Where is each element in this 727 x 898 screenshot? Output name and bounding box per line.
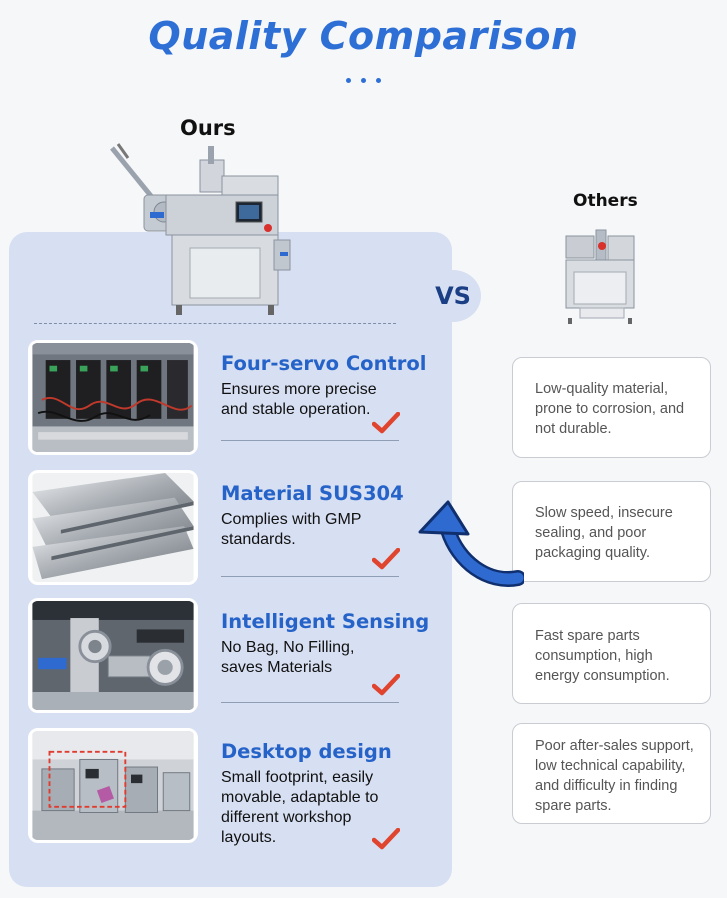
ours-machine-image (110, 143, 291, 315)
feature-four-servo: Four-servo Control Ensures more precise … (28, 340, 428, 455)
others-text: Poor after-sales support, low technical … (535, 738, 694, 814)
feature-description: Ensures more precise and stable operatio… (221, 381, 377, 418)
feature-title: Material SUS304 (221, 482, 404, 505)
feature-intelligent-sensing: Intelligent Sensing No Bag, No Filling, … (28, 598, 430, 713)
others-text: Fast spare parts consumption, high energ… (535, 628, 670, 684)
others-machine-image (565, 229, 635, 324)
feature-description: Small footprint, easily movable, adaptab… (221, 769, 379, 846)
sensor-mechanism-photo (28, 598, 198, 713)
feature-material: Material SUS304 Complies with GMP standa… (28, 470, 428, 585)
others-label: Others (573, 191, 638, 211)
feature-title: Desktop design (221, 740, 392, 763)
vs-badge: VS (425, 270, 481, 322)
check-icon (372, 412, 400, 434)
check-icon (372, 674, 400, 696)
others-box: Slow speed, insecure sealing, and poor p… (512, 481, 711, 582)
servo-drives-photo (28, 340, 198, 455)
ours-label: Ours (180, 116, 236, 140)
feature-description: No Bag, No Filling, saves Materials (221, 639, 355, 676)
feature-underline (221, 440, 399, 441)
check-icon (372, 828, 400, 850)
curved-arrow-icon (418, 500, 524, 587)
feature-description: Complies with GMP standards. (221, 511, 362, 548)
feature-title: Four-servo Control (221, 352, 427, 375)
others-box: Low-quality material, prone to corrosion… (512, 357, 711, 458)
workshop-photo (28, 728, 198, 843)
page-title: Quality Comparison (148, 14, 579, 58)
others-box: Poor after-sales support, low technical … (512, 723, 711, 824)
steel-plates-photo (28, 470, 198, 585)
feature-desktop-design: Desktop design Small footprint, easily m… (28, 728, 428, 850)
feature-title: Intelligent Sensing (221, 610, 430, 633)
title-dots (0, 70, 727, 88)
feature-underline (221, 576, 399, 577)
others-text: Slow speed, insecure sealing, and poor p… (535, 505, 673, 561)
others-text: Low-quality material, prone to corrosion… (535, 381, 685, 437)
feature-underline (221, 702, 399, 703)
panel-divider (34, 323, 396, 324)
others-box: Fast spare parts consumption, high energ… (512, 603, 711, 704)
check-icon (372, 548, 400, 570)
